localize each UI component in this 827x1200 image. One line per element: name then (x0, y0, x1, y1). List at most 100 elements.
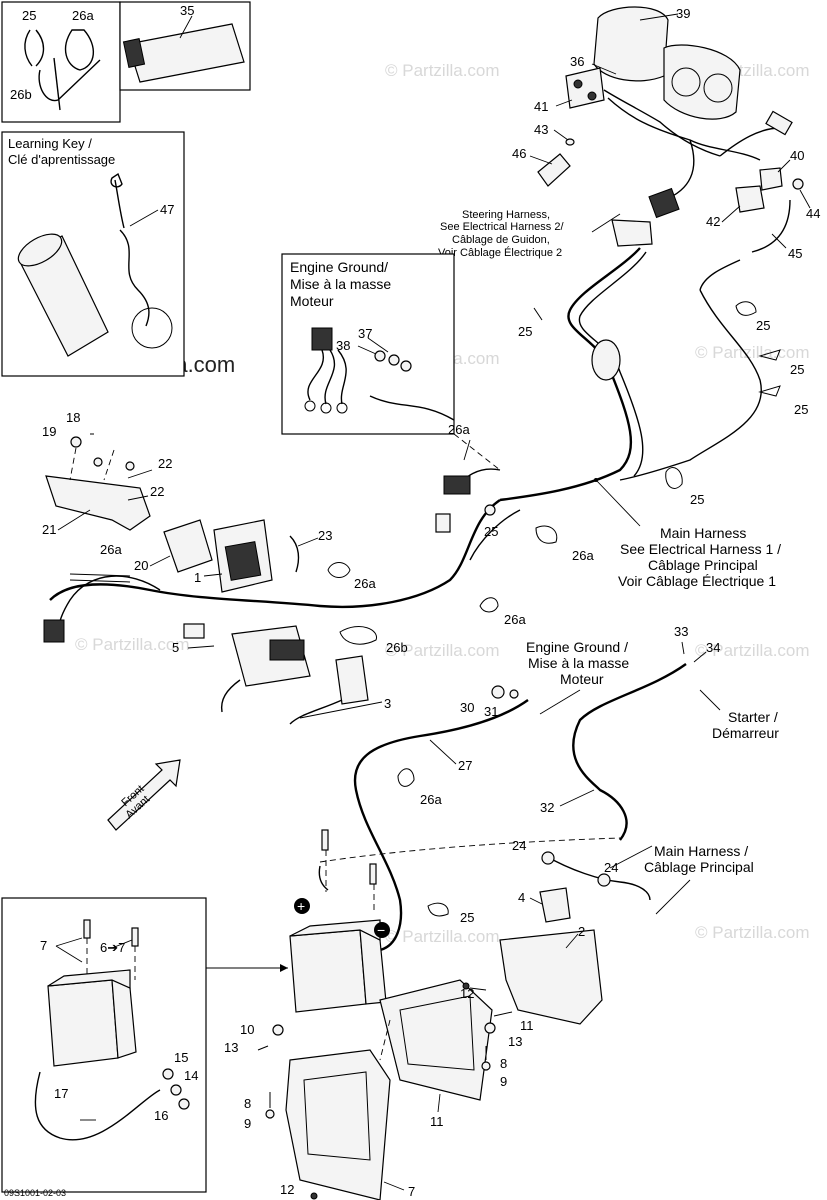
leader-4 (529, 897, 543, 905)
leader-dot (594, 478, 598, 482)
callout-26a: 26a (72, 8, 94, 23)
leader-44 (799, 189, 811, 209)
leader-33 (681, 641, 685, 655)
callout-26a: 26a (420, 792, 442, 807)
callout-18: 18 (66, 410, 80, 425)
tie-26a (397, 768, 415, 787)
switch-button (573, 79, 583, 89)
callout-25: 25 (690, 492, 704, 507)
callout-25: 25 (518, 324, 532, 339)
callout-25: 25 (794, 402, 808, 417)
lanyard-coil (114, 179, 150, 327)
callout-30: 30 (460, 700, 474, 715)
tie-26a (69, 573, 131, 577)
tie-26a (327, 562, 351, 578)
caption-steering-4: Voir Câblage Électrique 2 (438, 246, 562, 259)
nut-12 (462, 982, 470, 990)
callout-7: 6➔7 (100, 940, 125, 955)
engine-ground-box (281, 253, 455, 435)
callout-3: 3 (384, 696, 391, 711)
tie-26a (535, 525, 558, 544)
battery-detail-top (47, 969, 131, 989)
fitting-14 (178, 1098, 190, 1110)
gauge-dial-left (671, 67, 701, 97)
tie-25 (533, 307, 543, 321)
dash-link (453, 433, 501, 471)
callout-26a: 26a (504, 612, 526, 627)
ground-wire (369, 395, 455, 421)
leader-42 (721, 205, 741, 223)
watermark: © Partzilla.com (385, 927, 500, 946)
leader-main-harness (595, 479, 641, 527)
connector-block (443, 475, 471, 495)
starter-relay (539, 887, 571, 923)
caption-steering-3: Câblage de Guidon, (452, 234, 550, 246)
nut-37 (388, 354, 400, 366)
instrument-cluster (663, 44, 741, 120)
cable-tie-26b-strap (53, 57, 61, 111)
leader-engine-ground (539, 689, 581, 715)
callout-13: 10 (240, 1022, 254, 1037)
callout-9: 9 (244, 1116, 251, 1131)
battery (289, 929, 367, 1013)
tube-cap (122, 38, 146, 68)
switch-46 (537, 153, 571, 187)
ground-wires (307, 349, 347, 405)
leader-46 (529, 155, 553, 165)
harness-45 (751, 199, 791, 253)
callout-25: 25 (22, 8, 36, 23)
leader-21 (57, 509, 91, 531)
dash-link (69, 447, 77, 481)
callout-14: 16 (154, 1108, 168, 1123)
leader-1 (203, 573, 223, 577)
starter-cable-32 (572, 663, 687, 841)
dash-link (319, 837, 621, 863)
connector (43, 619, 65, 643)
callout-45: 45 (788, 246, 802, 261)
callout-25: 25 (484, 524, 498, 539)
caption-steering-1: Steering Harness, (462, 209, 550, 221)
watermark: © Partzilla.com (695, 343, 810, 362)
leader-23 (297, 537, 319, 547)
caption-main-harness-b1: Main Harness / (654, 843, 748, 859)
fuse-block (269, 639, 305, 661)
washer-31 (509, 689, 519, 699)
leader-main-harness (609, 845, 653, 869)
callout-34: 34 (706, 640, 720, 655)
callout-44: 44 (806, 206, 820, 221)
watermark: © Partzilla.com (385, 61, 500, 80)
tie-26a (479, 597, 499, 613)
callout-26a: 26a (354, 576, 376, 591)
pointer-arrow (280, 964, 288, 972)
main-harness-branch (699, 259, 741, 291)
connector-24 (597, 873, 611, 887)
leader-32 (559, 789, 595, 807)
battery-bolt (83, 919, 91, 939)
callout-26b: 26b (386, 640, 408, 655)
callout-31: 31 (484, 704, 498, 719)
leader-45 (771, 233, 787, 249)
caption-main-harness-2: See Electrical Harness 1 / (620, 541, 781, 557)
callout-24: 24 (604, 860, 618, 875)
callout-10: 7 (408, 1184, 415, 1199)
tie-25 (484, 504, 496, 516)
leader-36 (591, 63, 617, 75)
callout-26a: 26a (100, 542, 122, 557)
washer-13 (272, 1024, 284, 1036)
ecu-connector (224, 541, 262, 581)
caption-starter-1: Starter / (728, 709, 778, 725)
callout-10: 11 (430, 1114, 444, 1129)
leader-35 (179, 15, 193, 39)
main-harness-trunk (499, 247, 641, 502)
harness-grommet (591, 339, 621, 381)
callout-22: 22 (150, 484, 164, 499)
callout-26a: 26a (572, 548, 594, 563)
nut-37 (400, 360, 412, 372)
sensor-40 (759, 167, 783, 191)
leader-41 (555, 99, 573, 107)
grease-tube (127, 23, 245, 83)
bolt-11 (257, 1045, 269, 1051)
bolt-11 (493, 1011, 513, 1017)
bolt-30 (491, 685, 505, 699)
leader-39 (639, 13, 679, 21)
